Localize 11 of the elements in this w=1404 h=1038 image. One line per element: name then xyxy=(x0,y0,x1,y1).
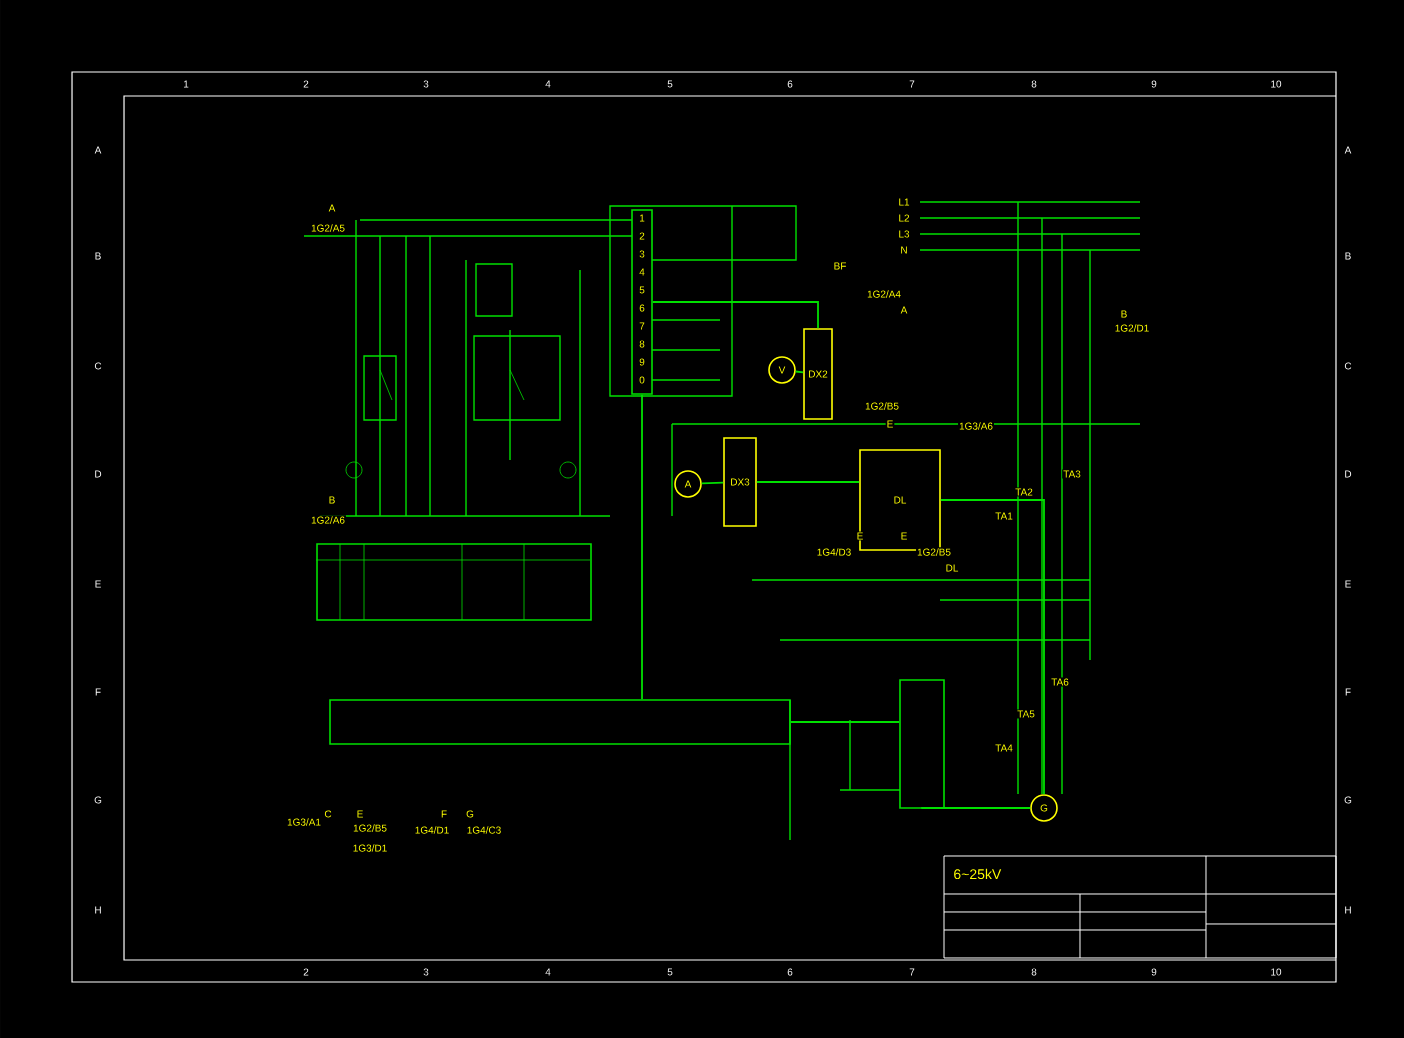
wire xyxy=(651,301,819,330)
wire xyxy=(755,481,861,483)
wire xyxy=(700,481,725,485)
wire xyxy=(939,499,1045,796)
wire xyxy=(794,370,805,374)
switch-table xyxy=(315,543,592,621)
wire xyxy=(789,721,901,723)
thyristor-box xyxy=(899,679,945,809)
wire xyxy=(641,393,643,701)
terminal-row xyxy=(329,699,791,745)
wire xyxy=(921,807,1032,810)
